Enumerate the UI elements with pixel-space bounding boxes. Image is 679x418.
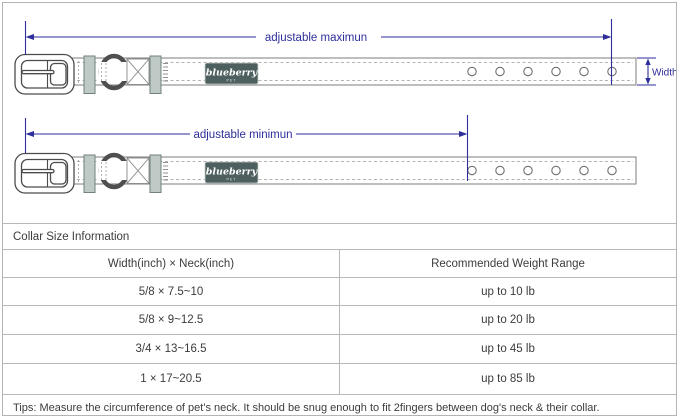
size-cell: 1 × 17~20.5 [140,373,202,385]
dimension-adjustable-max: adjustable maximun [24,19,613,85]
size-cell: 5/8 × 7.5~10 [138,285,204,298]
collar-bottom [15,154,636,194]
weight-cell: up to 10 lb [339,278,676,305]
table-row: 3/4 × 13~16.5 up to 45 lb [3,334,676,363]
column-header-weight: Recommended Weight Range [339,250,676,277]
table-row: 5/8 × 9~12.5 up to 20 lb [3,305,676,334]
tips-note: Tips: Measure the circumference of pet's… [3,394,676,418]
table-row: 5/8 × 7.5~10 up to 10 lb [3,277,676,305]
table-row: 1 × 17~20.5 up to 85 lb [3,363,676,394]
width-label: Width [652,68,676,79]
collar-top [15,55,636,95]
collar-diagram: blueberry PET [3,19,676,223]
dimension-adjustable-min: adjustable minimun [24,115,469,181]
collar-size-table: Collar Size Information Width(inch) × Ne… [3,223,676,415]
dimension-width: Width [637,57,676,86]
adjustable-min-label: adjustable minimun [193,129,292,141]
size-cell: 5/8 × 9~12.5 [138,314,204,326]
table-title: Collar Size Information [3,223,676,249]
table-header-row: Width(inch) × Neck(inch) Recommended Wei… [3,249,676,277]
weight-cell: up to 85 lb [339,364,676,394]
column-header-size: Width(inch) × Neck(inch) [107,257,235,270]
adjustable-max-label: adjustable maximun [265,32,367,44]
size-cell: 3/4 × 13~16.5 [135,343,207,355]
weight-cell: up to 20 lb [339,306,676,334]
weight-cell: up to 45 lb [339,335,676,363]
